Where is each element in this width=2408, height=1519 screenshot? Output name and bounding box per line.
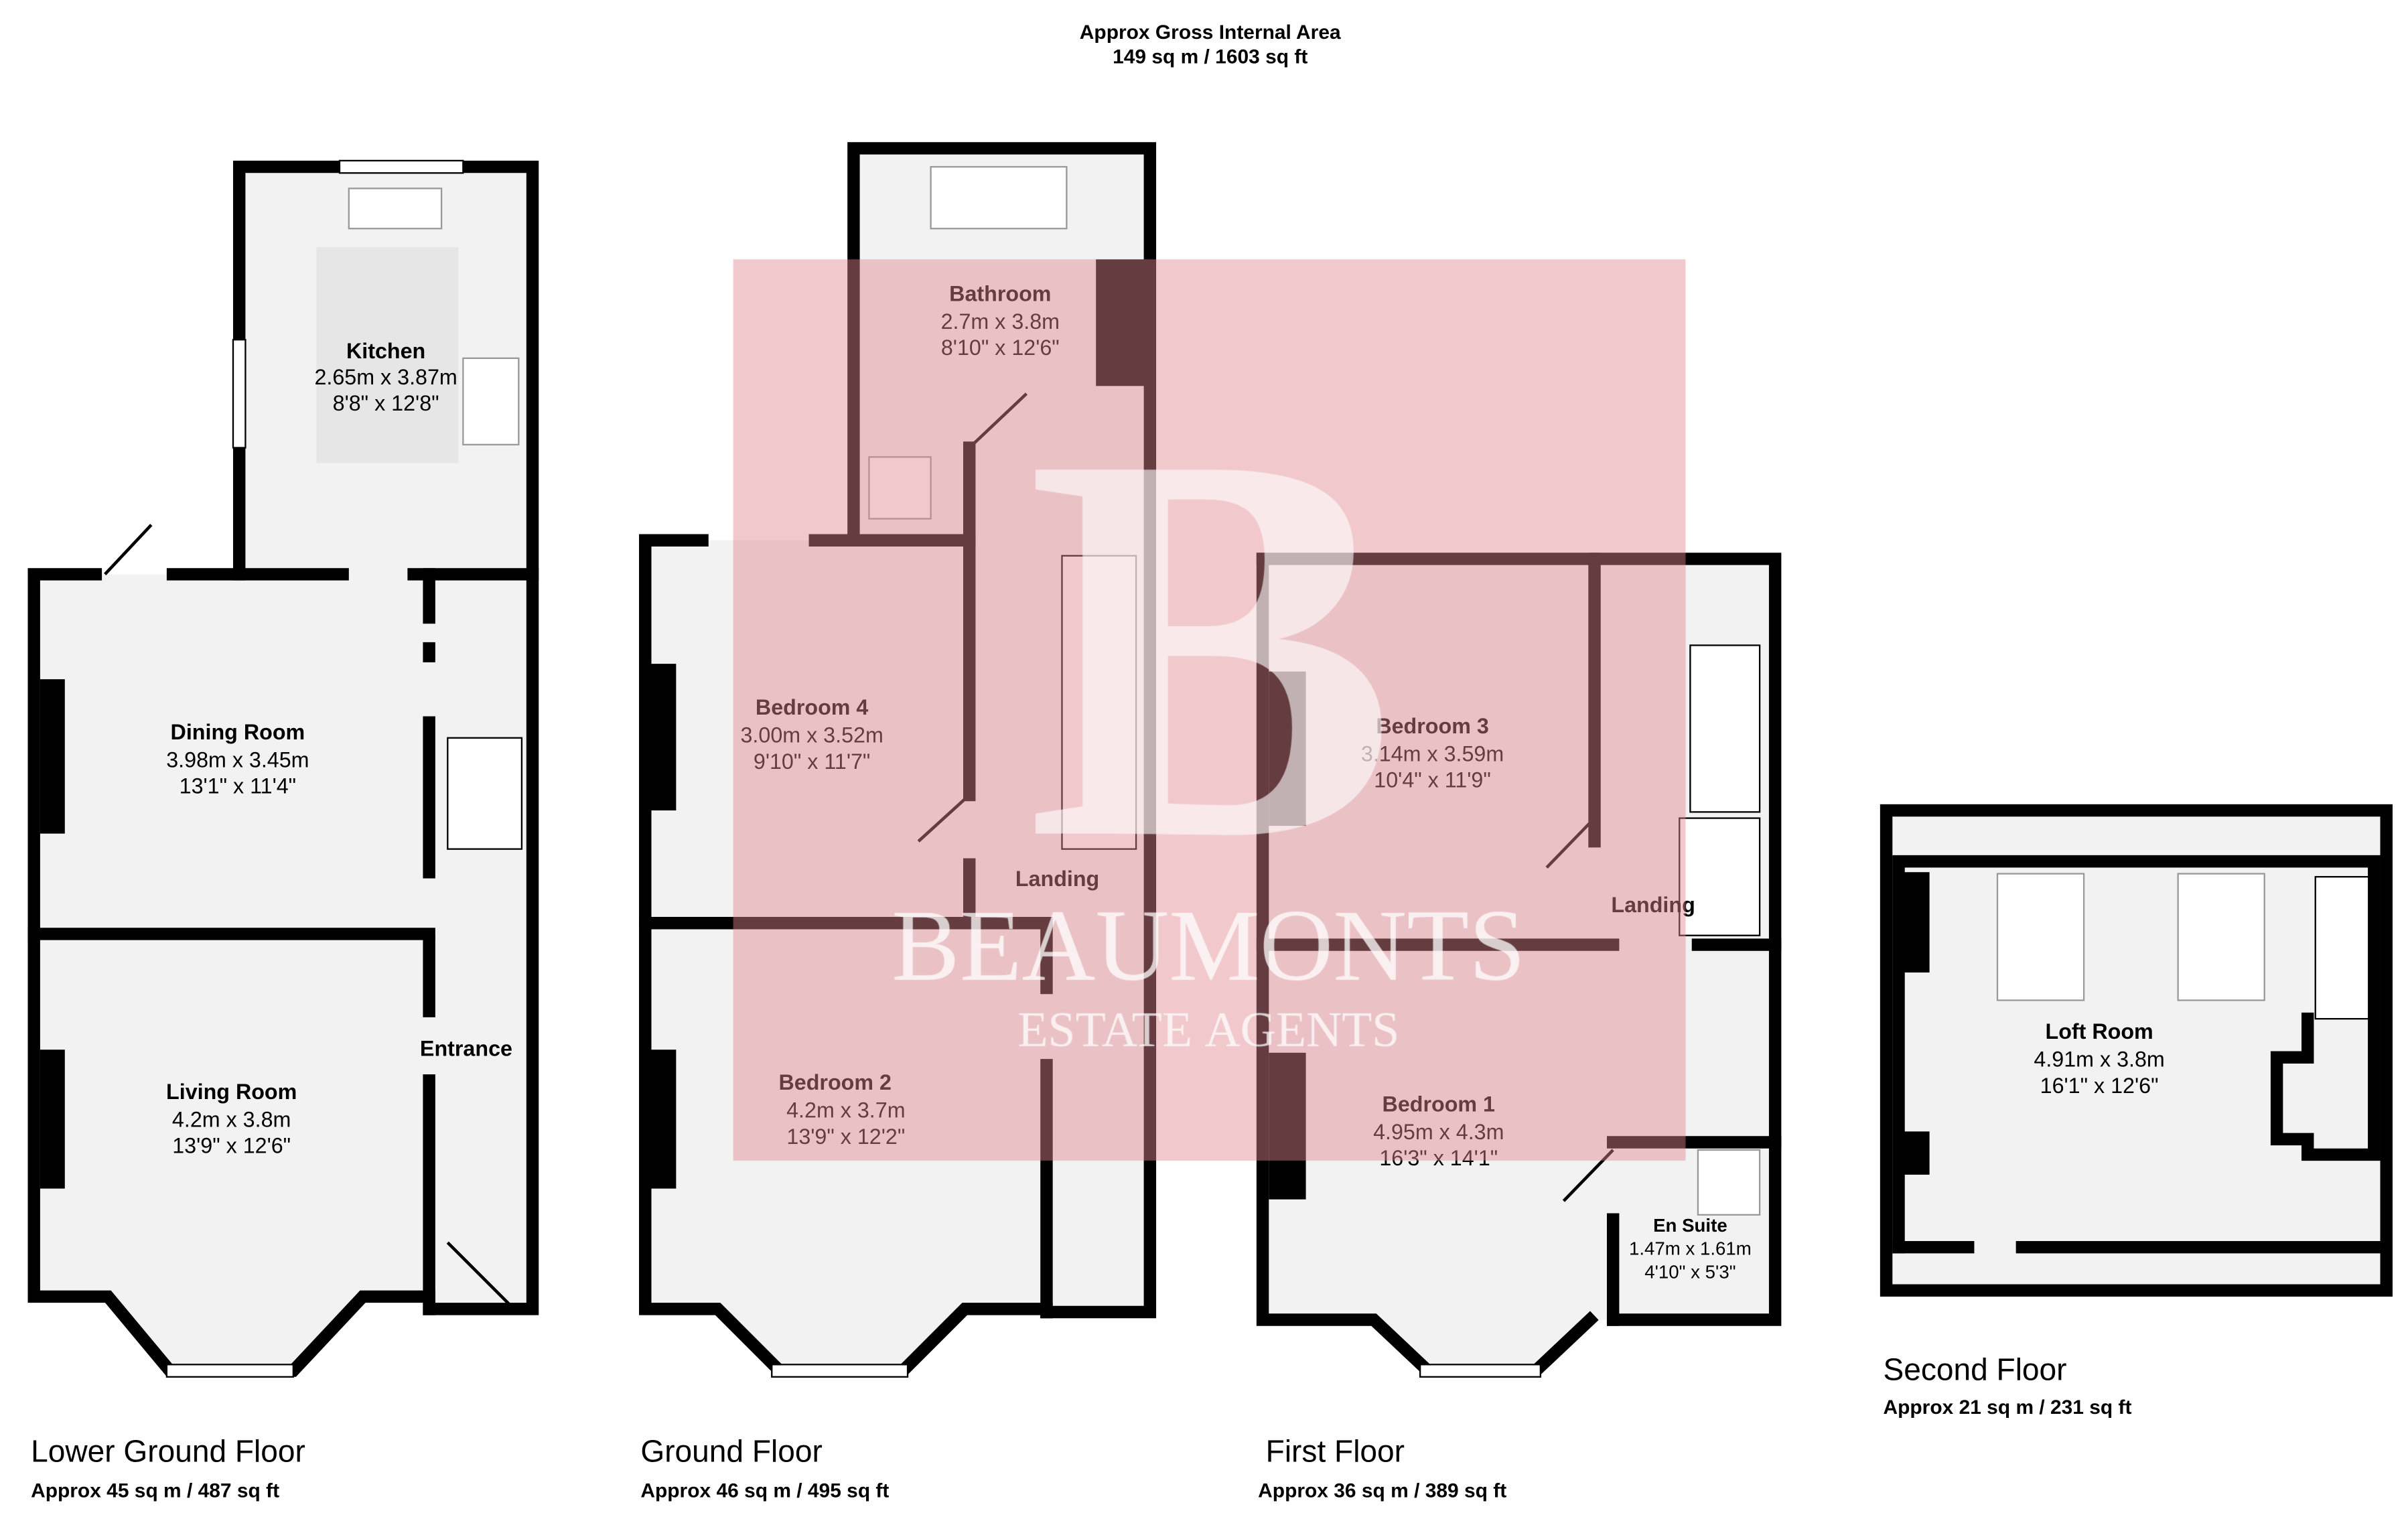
room-name-bedroom-2: Bedroom 2: [779, 1070, 892, 1094]
room-imperial-bedroom-3: 10'4" x 11'9": [1374, 768, 1490, 792]
room-imperial-dining-room: 13'1" x 11'4": [180, 774, 296, 798]
room-name-bathroom: Bathroom: [949, 282, 1051, 306]
ground-floor-plan: Bathroom 2.7m x 3.8m 8'10" x 12'6" Bedro…: [639, 142, 1157, 1502]
room-imperial-kitchen: 8'8" x 12'8": [333, 391, 439, 415]
room-name-entrance: Entrance: [420, 1036, 512, 1060]
room-metric-bedroom-2: 4.2m x 3.7m: [786, 1098, 905, 1123]
room-metric-loft-room: 4.91m x 3.8m: [2034, 1047, 2164, 1072]
room-metric-bedroom-1: 4.95m x 4.3m: [1373, 1120, 1504, 1144]
lower-ground-floor-plan: Kitchen 2.65m x 3.87m 8'8" x 12'8" Dinin…: [27, 159, 539, 1502]
room-imperial-bedroom-2: 13'9" x 12'2": [786, 1125, 905, 1149]
room-name-living-room: Living Room: [166, 1080, 297, 1104]
room-metric-bathroom: 2.7m x 3.8m: [941, 309, 1060, 334]
room-imperial-en-suite: 4'10" x 5'3": [1644, 1261, 1736, 1282]
second-floor-plan: Loft Room 4.91m x 3.8m 16'1" x 12'6" Sec…: [1880, 804, 2393, 1419]
floor-area-second: Approx 21 sq m / 231 sq ft: [1883, 1396, 2131, 1419]
room-name-en-suite: En Suite: [1653, 1215, 1727, 1236]
room-name-bedroom-4: Bedroom 4: [756, 695, 869, 719]
room-name-bedroom-1: Bedroom 1: [1383, 1092, 1496, 1116]
room-imperial-bedroom-1: 16'3" x 14'1": [1379, 1146, 1498, 1170]
floor-name-lower-ground: Lower Ground Floor: [31, 1434, 305, 1469]
gross-area-value: 149 sq m / 1603 sq ft: [1113, 46, 1307, 68]
floor-area-first: Approx 36 sq m / 389 sq ft: [1258, 1480, 1506, 1502]
room-imperial-bathroom: 8'10" x 12'6": [941, 336, 1060, 360]
room-name-loft-room: Loft Room: [2046, 1019, 2153, 1043]
room-name-kitchen: Kitchen: [346, 339, 425, 363]
floor-name-second: Second Floor: [1883, 1352, 2066, 1386]
floor-area-ground: Approx 46 sq m / 495 sq ft: [640, 1480, 889, 1502]
room-name-landing-first: Landing: [1611, 893, 1695, 917]
room-metric-bedroom-4: 3.00m x 3.52m: [741, 723, 883, 747]
room-metric-kitchen: 2.65m x 3.87m: [314, 365, 457, 389]
room-name-dining-room: Dining Room: [171, 720, 305, 744]
room-imperial-living-room: 13'9" x 12'6": [172, 1134, 291, 1158]
room-metric-bedroom-3: 3.14m x 3.59m: [1361, 741, 1504, 766]
floor-name-ground: Ground Floor: [640, 1434, 822, 1469]
room-imperial-loft-room: 16'1" x 12'6": [2040, 1074, 2159, 1098]
first-floor-plan: Bedroom 3 3.14m x 3.59m 10'4" x 11'9" Be…: [1256, 553, 1782, 1502]
room-name-bedroom-3: Bedroom 3: [1376, 714, 1488, 738]
floor-area-lower-ground: Approx 45 sq m / 487 sq ft: [31, 1480, 279, 1502]
room-imperial-bedroom-4: 9'10" x 11'7": [754, 749, 870, 774]
room-metric-living-room: 4.2m x 3.8m: [172, 1107, 291, 1131]
floor-name-first: First Floor: [1266, 1434, 1405, 1469]
gross-area-title: Approx Gross Internal Area: [1080, 21, 1341, 44]
room-name-landing-ground: Landing: [1015, 867, 1099, 891]
room-metric-dining-room: 3.98m x 3.45m: [166, 748, 309, 772]
room-metric-en-suite: 1.47m x 1.61m: [1629, 1238, 1752, 1259]
